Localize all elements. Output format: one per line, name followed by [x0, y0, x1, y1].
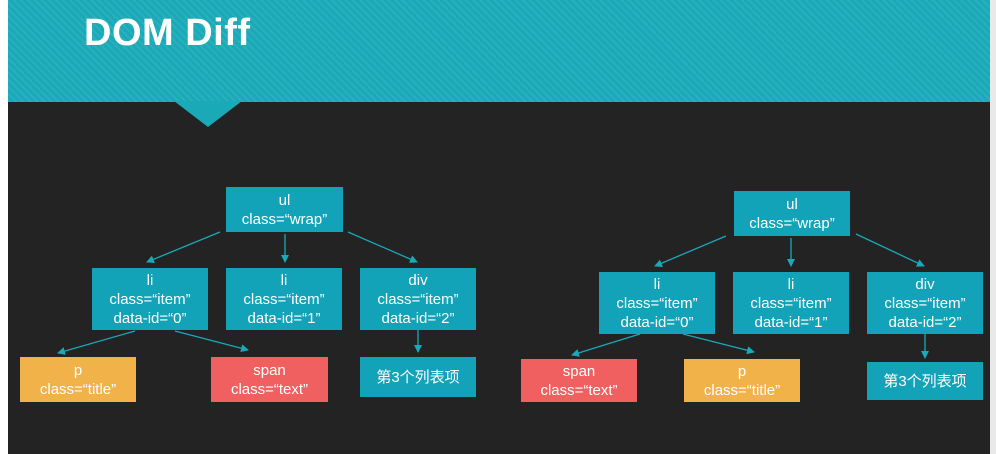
right-ul-node: ul class=“wrap”	[734, 191, 850, 236]
left-p-node: p class=“title”	[20, 357, 136, 402]
left-li0-node: li class=“item” data-id=“0”	[92, 268, 208, 330]
left-p-attr: class=“title”	[39, 380, 117, 398]
right-span-tag: span	[562, 362, 596, 380]
arrow-right-li0-to-p	[682, 333, 755, 355]
right-div-dataid: data-id=“2”	[888, 313, 962, 331]
left-edge	[0, 0, 8, 454]
arrow-left-root-to-div	[347, 231, 418, 263]
right-li1-dataid: data-id=“1”	[754, 313, 828, 331]
left-span-node: span class=“text”	[211, 357, 328, 402]
right-span-attr: class=“text”	[540, 381, 618, 399]
right-p-attr: class=“title”	[703, 381, 781, 399]
slide-title: DOM Diff	[84, 12, 251, 54]
slide-header	[8, 0, 990, 102]
arrow-left-li0-to-span	[174, 330, 249, 353]
left-li1-node: li class=“item” data-id=“1”	[226, 268, 342, 330]
left-ul-tag: ul	[278, 191, 291, 209]
right-p-node: p class=“title”	[684, 359, 800, 402]
left-div-class: class=“item”	[377, 290, 459, 308]
right-edge	[990, 0, 996, 454]
left-div-tag: div	[408, 271, 428, 289]
left-span-attr: class=“text”	[230, 380, 309, 398]
right-li0-class: class=“item”	[616, 294, 698, 312]
left-p-tag: p	[73, 361, 83, 379]
left-text-node: 第3个列表项	[360, 357, 476, 397]
right-p-tag: p	[737, 362, 747, 380]
arrow-right-root-to-div	[855, 233, 925, 267]
left-div-node: div class=“item” data-id=“2”	[360, 268, 476, 330]
right-text-content: 第3个列表项	[883, 372, 967, 390]
right-li1-node: li class=“item” data-id=“1”	[733, 272, 849, 334]
right-ul-attr: class=“wrap”	[749, 214, 835, 232]
right-div-class: class=“item”	[884, 294, 966, 312]
left-ul-attr: class=“wrap”	[241, 210, 328, 228]
right-div-tag: div	[915, 275, 935, 293]
right-span-node: span class=“text”	[521, 359, 637, 402]
header-notch	[174, 101, 242, 127]
left-li0-dataid: data-id=“0”	[113, 309, 187, 327]
left-span-tag: span	[253, 361, 286, 379]
left-div-dataid: data-id=“2”	[381, 309, 455, 327]
left-li1-tag: li	[280, 271, 288, 289]
arrow-right-root-to-li0	[654, 235, 727, 267]
right-li0-dataid: data-id=“0”	[620, 313, 694, 331]
left-li0-tag: li	[146, 271, 154, 289]
right-li0-tag: li	[653, 275, 661, 293]
right-li1-class: class=“item”	[750, 294, 832, 312]
right-div-node: div class=“item” data-id=“2”	[867, 272, 983, 334]
left-text-content: 第3个列表项	[376, 368, 460, 386]
left-li1-dataid: data-id=“1”	[247, 309, 321, 327]
left-ul-node: ul class=“wrap”	[226, 187, 343, 232]
left-li1-class: class=“item”	[243, 290, 325, 308]
arrow-right-li0-to-span	[571, 333, 641, 357]
arrow-left-root-to-li0	[146, 231, 221, 264]
right-li0-node: li class=“item” data-id=“0”	[599, 272, 715, 334]
right-li1-tag: li	[787, 275, 795, 293]
right-ul-tag: ul	[786, 195, 798, 213]
left-li0-class: class=“item”	[109, 290, 191, 308]
right-text-node: 第3个列表项	[867, 362, 983, 400]
arrow-left-li0-to-p	[57, 330, 136, 355]
